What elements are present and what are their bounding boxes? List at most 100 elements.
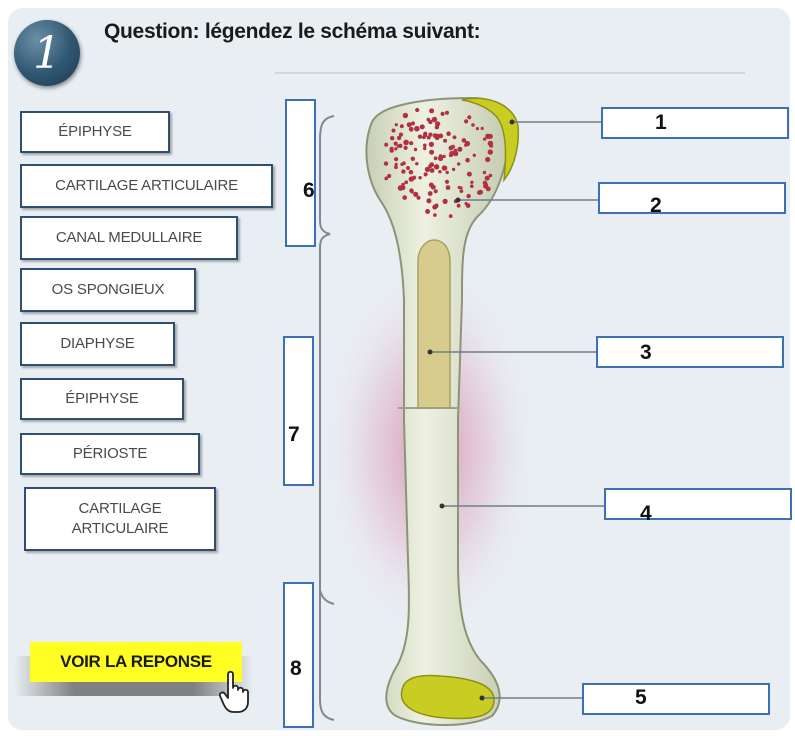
spongy-dot: [430, 184, 436, 190]
label-diaphyse[interactable]: DIAPHYSE: [20, 322, 175, 366]
answer-number-1: 1: [655, 111, 667, 134]
spongy-dot: [423, 172, 428, 177]
spongy-dot: [464, 143, 468, 147]
answer-number-8: 8: [290, 657, 302, 680]
spongy-dot: [427, 191, 433, 196]
answer-number-3: 3: [640, 341, 652, 364]
spongy-dot: [401, 182, 405, 187]
spongy-dot: [401, 169, 406, 174]
spongy-dot: [394, 165, 398, 170]
spongy-dot: [394, 147, 398, 151]
spongy-dot: [449, 150, 455, 157]
cartilage-bottom: [400, 674, 495, 720]
spongy-dot: [416, 195, 421, 200]
spongy-dot: [467, 115, 472, 120]
spongy-dot: [403, 139, 409, 146]
spongy-dot: [487, 133, 493, 139]
answer-box-4[interactable]: [604, 488, 792, 520]
label-perioste[interactable]: PÉRIOSTE: [20, 433, 200, 475]
spongy-dot: [484, 175, 490, 181]
spongy-dot: [396, 135, 402, 141]
spongy-dot: [408, 169, 414, 175]
spongy-dot: [429, 168, 435, 173]
answer-number-5: 5: [635, 686, 647, 709]
spongy-dot: [417, 134, 423, 139]
spongy-dot: [457, 162, 461, 166]
spongy-dot: [426, 117, 431, 122]
spongy-dot: [404, 180, 409, 185]
label-epiphyse-2[interactable]: ÉPIPHYSE: [20, 378, 184, 420]
cartilage-top: [461, 97, 520, 183]
spongy-dot: [466, 193, 471, 199]
spongy-dot: [442, 154, 446, 159]
label-canal-medullaire[interactable]: CANAL MEDULLAIRE: [20, 216, 238, 260]
bracket-line: [319, 115, 335, 721]
spongy-dot: [445, 110, 449, 115]
spongy-dot: [453, 151, 459, 157]
spongy-bone-dots: [383, 107, 494, 219]
answer-number-7: 7: [288, 423, 300, 446]
hand-cursor-icon: [218, 670, 249, 713]
spongy-dot: [465, 157, 470, 163]
spongy-dot: [446, 131, 451, 136]
spongy-dot: [384, 142, 389, 147]
spongy-dot: [409, 141, 414, 146]
spongy-dot: [485, 156, 491, 163]
label-cartilage-articulaire-2[interactable]: CARTILAGE ARTICULAIRE: [24, 487, 216, 551]
spongy-dot: [487, 149, 493, 155]
spongy-dot: [394, 162, 398, 166]
answer-box-3[interactable]: [596, 336, 784, 368]
spongy-dot: [433, 156, 438, 161]
spongy-dot: [402, 161, 406, 166]
spongy-dot: [472, 153, 476, 157]
spongy-dot: [443, 138, 448, 143]
spongy-dot: [482, 170, 487, 175]
answer-box-5[interactable]: [582, 683, 770, 715]
spongy-dot: [397, 185, 404, 191]
label-cartilage-articulaire-1[interactable]: CARTILAGE ARTICULAIRE: [20, 164, 273, 208]
spongy-dot: [433, 213, 437, 217]
spongy-dot: [471, 123, 475, 127]
label-epiphyse-1[interactable]: ÉPIPHYSE: [20, 111, 170, 153]
spongy-dot: [429, 149, 435, 155]
spongy-dot: [429, 108, 435, 114]
pointer-dot-1: [509, 119, 515, 125]
spongy-dot: [440, 111, 445, 116]
spongy-dot: [451, 167, 456, 172]
spongy-dot: [448, 145, 454, 151]
spongy-dot: [445, 185, 451, 191]
spongy-dot: [413, 191, 419, 197]
label-os-spongieux[interactable]: OS SPONGIEUX: [20, 268, 196, 312]
question-title: Question: légendez le schéma suivant:: [104, 20, 481, 43]
answer-number-6: 6: [303, 179, 315, 202]
answer-box-7[interactable]: [283, 336, 314, 486]
spongy-dot: [413, 147, 418, 152]
show-answer-button[interactable]: VOIR LA REPONSE: [30, 642, 242, 682]
spongy-dot: [424, 166, 431, 173]
spongy-dot: [383, 161, 389, 166]
spongy-dot: [433, 189, 438, 194]
spongy-dot: [487, 140, 494, 147]
spongy-dot: [448, 214, 453, 219]
spongy-dot: [441, 165, 448, 171]
spongy-dot: [408, 126, 414, 132]
answer-box-1[interactable]: [601, 107, 789, 139]
spongy-dot: [384, 176, 389, 180]
spongy-dot: [444, 179, 450, 184]
spongy-dot: [423, 146, 427, 151]
spongy-dot: [414, 125, 420, 132]
answer-number-4: 4: [640, 502, 652, 525]
answer-box-2[interactable]: [598, 182, 786, 214]
answer-box-6[interactable]: [285, 99, 316, 247]
spongy-dot: [466, 171, 472, 177]
spongy-dot: [406, 122, 412, 128]
answer-box-8[interactable]: [283, 582, 314, 728]
spongy-dot: [398, 143, 403, 148]
spongy-dot: [393, 141, 398, 146]
spongy-dot: [483, 137, 487, 141]
spongy-dot: [483, 183, 489, 189]
spongy-dot: [457, 185, 461, 190]
spongy-dot: [428, 141, 434, 147]
spongy-dot: [419, 124, 425, 130]
